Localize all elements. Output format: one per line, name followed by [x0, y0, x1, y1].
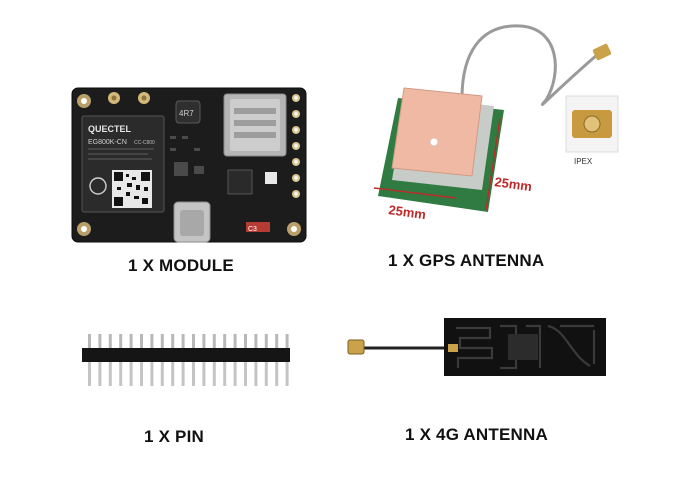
pin-bottom: [223, 360, 227, 386]
pin-top: [212, 334, 216, 350]
pin-bottom: [264, 360, 268, 386]
pin-top: [181, 334, 185, 350]
pin-top: [275, 334, 279, 350]
pin-bottom: [275, 360, 279, 386]
module-inductor-text: 4R7: [179, 109, 194, 118]
pin-bottom: [140, 360, 143, 386]
pin-top: [223, 334, 227, 350]
pin-top: [98, 334, 102, 350]
pin-top: [119, 334, 123, 350]
pin-bottom: [171, 360, 175, 386]
pin-top: [88, 334, 91, 350]
pin-top: [285, 334, 289, 350]
module-cap-text: C3: [248, 226, 257, 233]
module-board-image: QUECTEL EG800K-CN CC-C800 4R7: [70, 86, 310, 246]
gps-antenna-caption: 1 X GPS ANTENNA: [388, 251, 545, 270]
pin-bottom: [181, 360, 185, 386]
pin-bottom: [254, 360, 258, 386]
pin-top: [244, 334, 247, 350]
pin-top: [202, 334, 206, 350]
pin-top: [108, 334, 112, 350]
pin-bottom: [108, 360, 112, 386]
pin-bottom: [244, 360, 247, 386]
pin-top: [264, 334, 268, 350]
pin-top: [160, 334, 164, 350]
pin-bottom: [129, 360, 133, 386]
pin-bottom: [119, 360, 123, 386]
pin-top: [129, 334, 133, 350]
ipex-label: IPEX: [574, 157, 593, 166]
gps-dim-bottom: 25mm: [388, 202, 427, 222]
lte-antenna-caption: 1 X 4G ANTENNA: [405, 425, 548, 444]
pin-bottom: [192, 360, 195, 386]
pin-bottom: [88, 360, 91, 386]
pin-top: [150, 334, 154, 350]
pin-top: [233, 334, 237, 350]
pin-top: [171, 334, 175, 350]
gps-antenna-image: IPEX 25mm 25mm: [362, 14, 632, 229]
pin-bottom: [285, 360, 289, 386]
pin-bottom: [150, 360, 154, 386]
pin-top: [254, 334, 258, 350]
pin-bottom: [202, 360, 206, 386]
pin-header-image: [78, 330, 296, 390]
gps-dim-side: 25mm: [494, 174, 533, 194]
pin-bottom: [160, 360, 164, 386]
pin-top: [192, 334, 195, 350]
pin-bottom: [233, 360, 237, 386]
module-brand-text: QUECTEL: [88, 124, 132, 134]
module-sub-text: CC-C800: [134, 140, 155, 146]
module-model-text: EG800K-CN: [88, 139, 127, 146]
pin-caption: 1 X PIN: [144, 427, 204, 446]
pin-bottom: [98, 360, 102, 386]
pin-bottom: [212, 360, 216, 386]
pin-top: [140, 334, 143, 350]
module-caption: 1 X MODULE: [128, 256, 234, 275]
lte-antenna-image: [340, 314, 610, 380]
